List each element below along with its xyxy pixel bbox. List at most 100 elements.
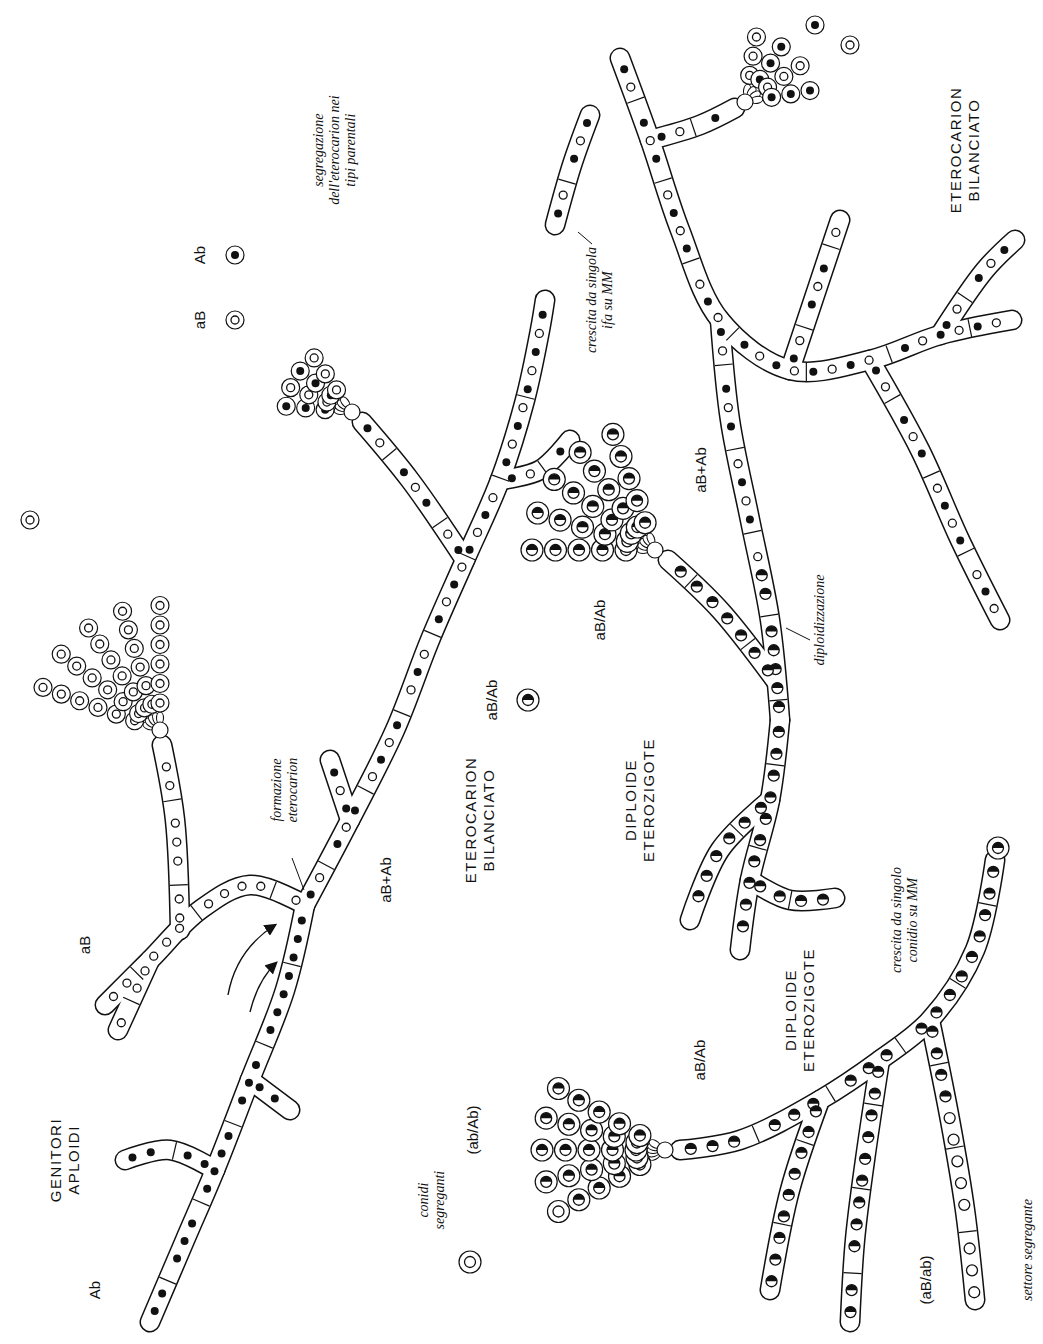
hypha-lumen bbox=[770, 1100, 820, 1290]
nucleus bbox=[414, 668, 422, 676]
conidium bbox=[568, 1189, 590, 1211]
nucleus bbox=[294, 935, 302, 943]
conidium bbox=[151, 655, 169, 673]
nucleus bbox=[727, 422, 735, 430]
nucleus bbox=[420, 650, 428, 658]
septum bbox=[170, 884, 188, 886]
stage-label: DIPLOIDE ETEROZIGOTE bbox=[782, 940, 818, 1080]
diploid-nucleus bbox=[560, 1145, 571, 1156]
nucleus bbox=[444, 530, 452, 538]
diploid-nucleus bbox=[927, 1026, 938, 1037]
diploid-nucleus bbox=[614, 1118, 625, 1129]
diploid-nucleus bbox=[755, 802, 766, 813]
diploid-nucleus bbox=[607, 429, 618, 440]
segregant-nucleus bbox=[955, 1178, 966, 1189]
diploid-nucleus-half bbox=[846, 1285, 857, 1290]
nucleus bbox=[738, 478, 746, 486]
nucleus bbox=[85, 624, 93, 632]
conidium bbox=[91, 635, 109, 653]
conidium bbox=[89, 698, 107, 716]
diploid-nucleus-half bbox=[724, 833, 735, 838]
diploid-nucleus-half bbox=[584, 1145, 595, 1151]
hypha-lumen bbox=[555, 115, 590, 225]
diploid-nucleus bbox=[869, 1088, 880, 1099]
conidium bbox=[99, 681, 117, 699]
diploid-nucleus-half bbox=[940, 1091, 951, 1097]
diploid-nucleus bbox=[756, 570, 767, 581]
diploid-nucleus bbox=[789, 1109, 800, 1120]
diploid-nucleus-half bbox=[771, 748, 782, 754]
diploid-nucleus-half bbox=[573, 1095, 584, 1101]
diploid-nucleus-half bbox=[685, 1143, 696, 1149]
nucleus bbox=[772, 361, 780, 369]
segregant-nucleus bbox=[959, 1199, 970, 1210]
nucleus bbox=[292, 896, 300, 904]
nucleus bbox=[481, 511, 489, 519]
nucleus bbox=[181, 1237, 189, 1245]
segregant-nucleus bbox=[969, 1287, 980, 1298]
nucleus bbox=[162, 763, 170, 771]
vesicle bbox=[152, 722, 168, 738]
conidium bbox=[151, 597, 169, 615]
nucleus bbox=[489, 494, 497, 502]
nucleus bbox=[806, 87, 814, 95]
diploid-nucleus bbox=[523, 695, 534, 706]
genotype-label: aB bbox=[191, 311, 209, 329]
conidium bbox=[71, 692, 89, 710]
nucleus bbox=[333, 840, 341, 848]
diploid-nucleus-half bbox=[817, 894, 828, 899]
diploid-nucleus-half bbox=[563, 1119, 574, 1125]
septum bbox=[979, 903, 997, 907]
conidium bbox=[629, 1125, 651, 1147]
nucleus bbox=[166, 782, 174, 790]
diploid-nucleus-half bbox=[766, 626, 777, 632]
diploid-nucleus bbox=[624, 473, 635, 484]
nucleus bbox=[73, 662, 81, 670]
nucleus bbox=[943, 321, 951, 329]
diploid-nucleus-half bbox=[537, 1145, 548, 1151]
leader-lines bbox=[228, 232, 810, 1012]
nucleus bbox=[846, 41, 854, 49]
nucleus bbox=[881, 383, 889, 391]
nucleus bbox=[832, 228, 840, 236]
segregant-nucleus bbox=[948, 1134, 959, 1145]
nucleus bbox=[933, 484, 941, 492]
diploid-nucleus bbox=[796, 895, 807, 906]
diploid-nucleus bbox=[749, 647, 760, 658]
septum bbox=[270, 882, 276, 899]
diploid-nucleus bbox=[532, 508, 543, 519]
conidia bbox=[21, 16, 1009, 1273]
nucleus bbox=[724, 404, 732, 412]
septum bbox=[726, 328, 739, 341]
conidium bbox=[527, 502, 549, 524]
diploid-nucleus bbox=[527, 545, 538, 556]
diploid-nucleus-half bbox=[956, 971, 967, 977]
septum bbox=[823, 244, 840, 250]
septum bbox=[788, 891, 791, 909]
hypha-lumen bbox=[668, 560, 775, 680]
nucleus bbox=[117, 1019, 125, 1027]
septum bbox=[627, 97, 644, 103]
diploid-nucleus bbox=[737, 921, 748, 932]
hypha-wall bbox=[330, 760, 350, 820]
nucleus bbox=[937, 331, 945, 339]
nucleus bbox=[535, 329, 543, 337]
diploid-nucleus bbox=[573, 1194, 584, 1205]
diploid-nucleus bbox=[541, 1176, 552, 1187]
diploid-nucleus-half bbox=[931, 1007, 942, 1012]
diploid-nucleus-half bbox=[849, 1241, 860, 1247]
diploid-nucleus bbox=[555, 515, 566, 526]
diploid-nucleus bbox=[740, 899, 751, 910]
nucleus bbox=[442, 598, 450, 606]
nucleus bbox=[333, 386, 341, 394]
diploid-nucleus-half bbox=[931, 1048, 942, 1054]
diploid-nucleus-half bbox=[736, 630, 747, 635]
conidium bbox=[609, 1113, 631, 1135]
diploid-nucleus bbox=[736, 630, 747, 641]
septum bbox=[744, 530, 762, 534]
nucleus bbox=[156, 621, 164, 629]
stage-label: GENITORI APLOIDI bbox=[47, 1110, 83, 1210]
diploid-nucleus-half bbox=[749, 647, 760, 653]
conidium bbox=[547, 1201, 569, 1223]
